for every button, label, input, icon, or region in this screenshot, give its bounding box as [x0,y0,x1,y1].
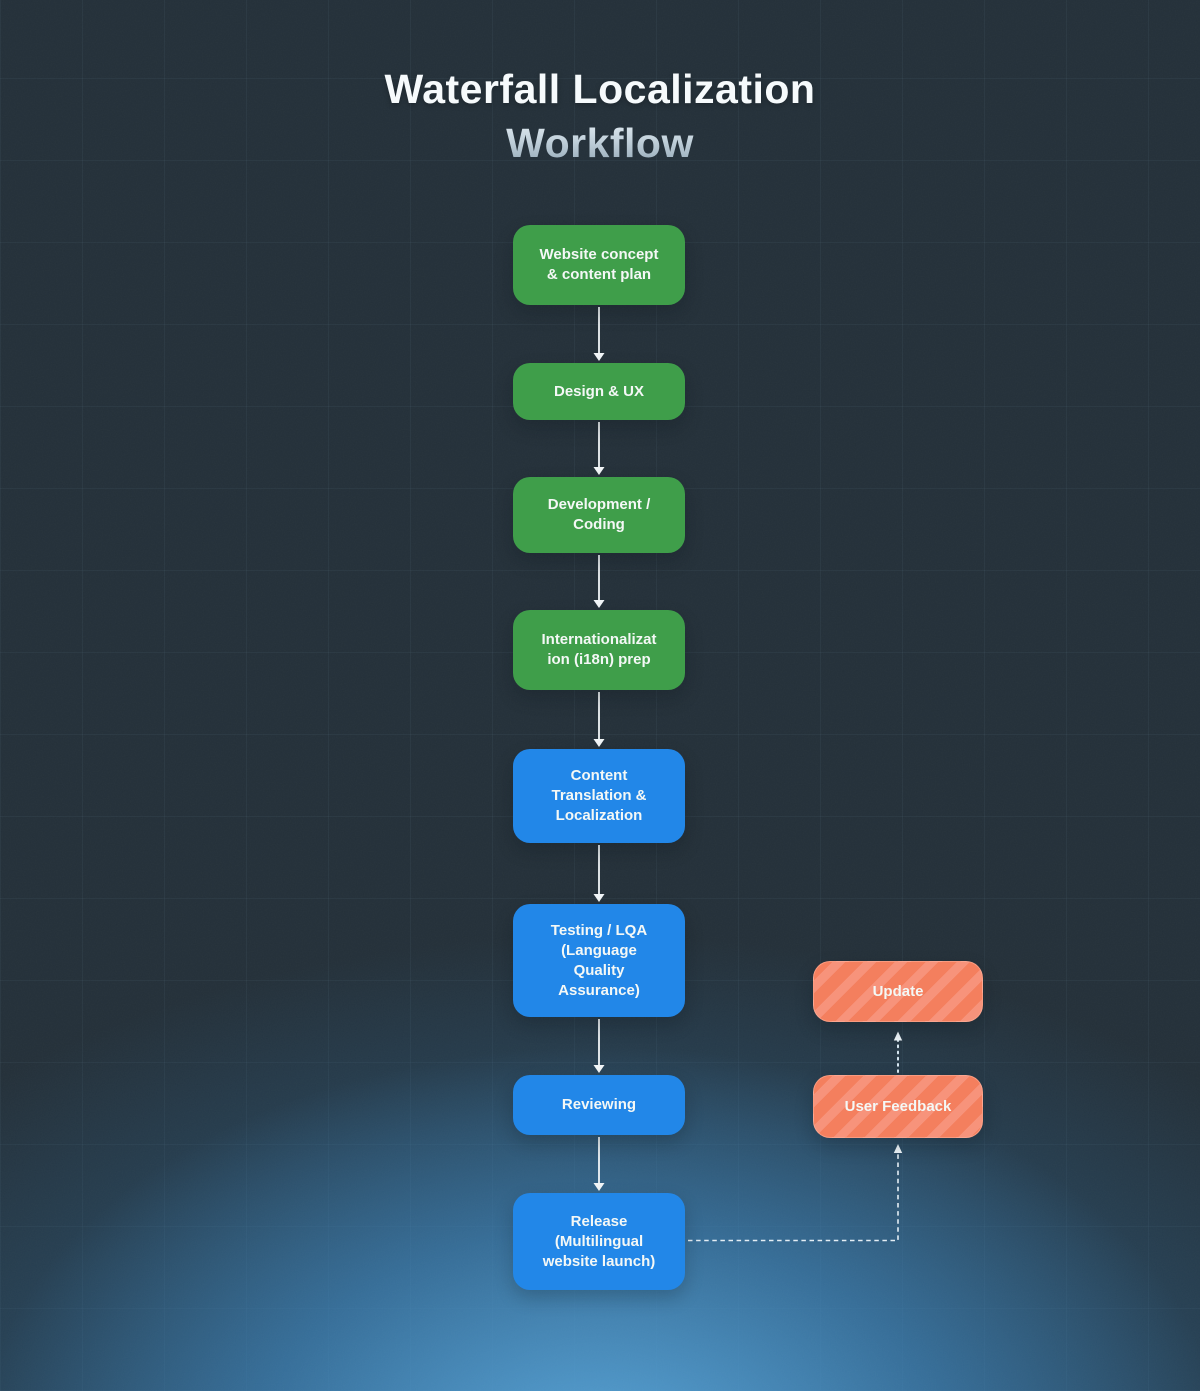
flow-node-development-coding: Development / Coding [513,477,685,553]
diagram-title: Waterfall Localization Workflow [0,62,1200,170]
flow-node-i18n-prep: Internationalizat ion (i18n) prep [513,610,685,690]
dotted-feedback-to-update-arrow [893,1031,903,1073]
flow-node-design-ux: Design & UX [513,363,685,420]
dashed-release-to-feedback-connector [688,1144,903,1242]
flow-node-release: Release (Multilingual website launch) [513,1193,685,1290]
flow-node-testing-lqa: Testing / LQA (Language Quality Assuranc… [513,904,685,1017]
title-line-2: Workflow [506,116,694,170]
feedback-node-update: Update [813,961,983,1022]
flow-node-reviewing: Reviewing [513,1075,685,1135]
flow-node-content-translation: Content Translation & Localization [513,749,685,843]
feedback-node-user-feedback: User Feedback [813,1075,983,1138]
flow-node-website-concept: Website concept & content plan [513,225,685,305]
title-line-1: Waterfall Localization [384,66,816,112]
